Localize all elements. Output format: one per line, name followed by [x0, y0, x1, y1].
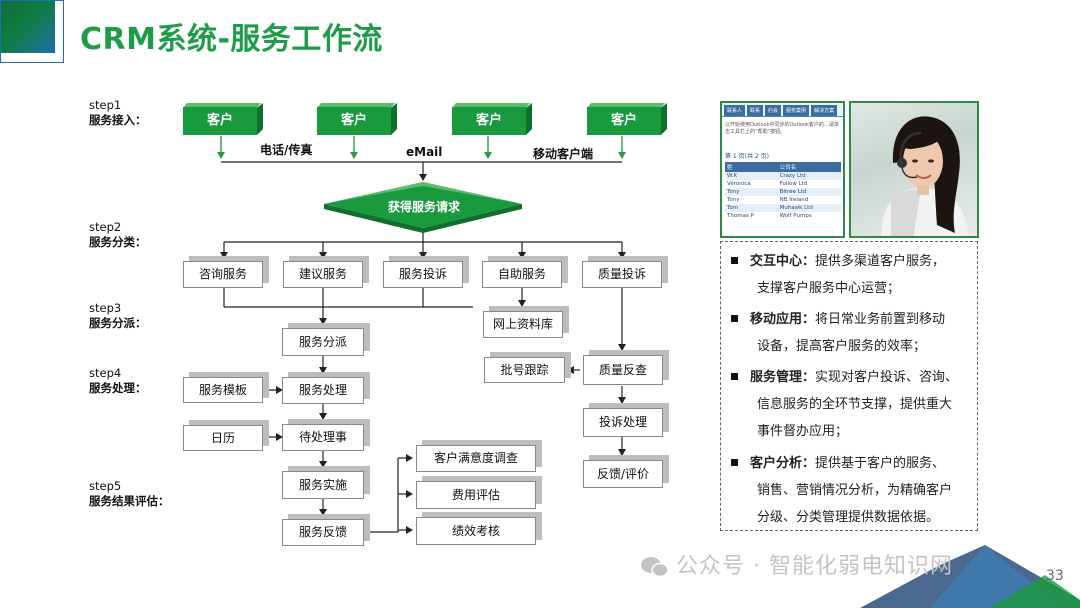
node-pending: 待处理事	[282, 424, 364, 451]
watermark: 公众号 · 智能化弱电知识网	[640, 548, 953, 580]
eval-performance: 绩效考核	[416, 517, 536, 545]
channel-email-label: eMail	[406, 145, 443, 159]
info-item-interaction: 交互中心：提供多渠道客户服务， 支撑客户服务中心运营；	[731, 248, 967, 302]
channel-mobile-label: 移动客户端	[533, 147, 594, 161]
eval-cost: 费用评估	[416, 481, 536, 509]
node-quality-review: 质量反查	[583, 355, 663, 385]
customer-box: 客户	[452, 103, 532, 135]
node-online-library: 网上资料库	[483, 311, 563, 338]
wechat-icon	[640, 556, 670, 578]
node-feedback: 服务反馈	[282, 519, 364, 546]
page-title: CRM系统-服务工作流	[80, 22, 383, 57]
page-number: 33	[1046, 568, 1064, 584]
category-quality: 质量投诉	[582, 261, 662, 288]
hub-label: 获得服务请求	[387, 200, 460, 214]
node-feedback-eval: 反馈/评价	[583, 460, 663, 488]
info-item-service-mgmt: 服务管理：实现对客户投诉、咨询、 信息服务的全环节支撑，提供重大 事件督办应用；	[731, 364, 967, 445]
category-selfservice: 自助服务	[482, 261, 562, 288]
thumbnail-tabs: 联系人 联系 约会 服务案例 解决方案	[722, 103, 843, 117]
customer-box: 客户	[183, 103, 263, 135]
channel-phone-label: 电话/传真	[260, 143, 313, 157]
info-item-customer-analysis: 客户分析：提供基于客户的服务、 销售、营销情况分析，为精确客户 分级、分类管理提…	[731, 450, 967, 531]
category-complaint: 服务投诉	[383, 261, 463, 288]
thumbnail-tab: 联系人	[724, 105, 746, 116]
thumbnail-pager: 第 1 页(共 2 页)	[725, 153, 769, 160]
thumbnail-tab: 约会	[765, 105, 782, 116]
node-dispatch: 服务分派	[282, 328, 364, 356]
thumbnail-tab: 联系	[747, 105, 764, 116]
node-template: 服务模板	[183, 377, 263, 403]
category-consult: 咨询服务	[183, 261, 263, 288]
node-implement: 服务实施	[282, 471, 364, 499]
thumbnail-tab: 服务案例	[783, 105, 810, 116]
customer-box: 客户	[317, 103, 397, 135]
call-center-agent-photo	[849, 101, 979, 238]
thumbnail-tab: 解决方案	[811, 105, 838, 116]
node-complaint-handle: 投诉处理	[583, 408, 663, 437]
node-process: 服务处理	[282, 377, 364, 404]
customer-box: 客户	[587, 103, 667, 135]
corner-logo	[0, 0, 64, 63]
node-batch-tracking: 批号跟踪	[484, 357, 565, 383]
node-calendar: 日历	[183, 425, 263, 451]
category-suggest: 建议服务	[283, 261, 363, 288]
thumbnail-intro: 以开始使用Outlook中同步的Outlook客户的…请单击工具栏上的“帮助”按…	[725, 122, 839, 135]
info-panel: 交互中心：提供多渠道客户服务， 支撑客户服务中心运营； 移动应用：将日常业务前置…	[720, 241, 978, 531]
info-item-mobile: 移动应用：将日常业务前置到移动 设备，提高客户服务的效率；	[731, 306, 967, 360]
eval-satisfaction: 客户满意度调查	[416, 445, 536, 472]
crm-screenshot-thumbnail: 联系人 联系 约会 服务案例 解决方案 以开始使用Outlook中同步的Outl…	[720, 101, 845, 238]
